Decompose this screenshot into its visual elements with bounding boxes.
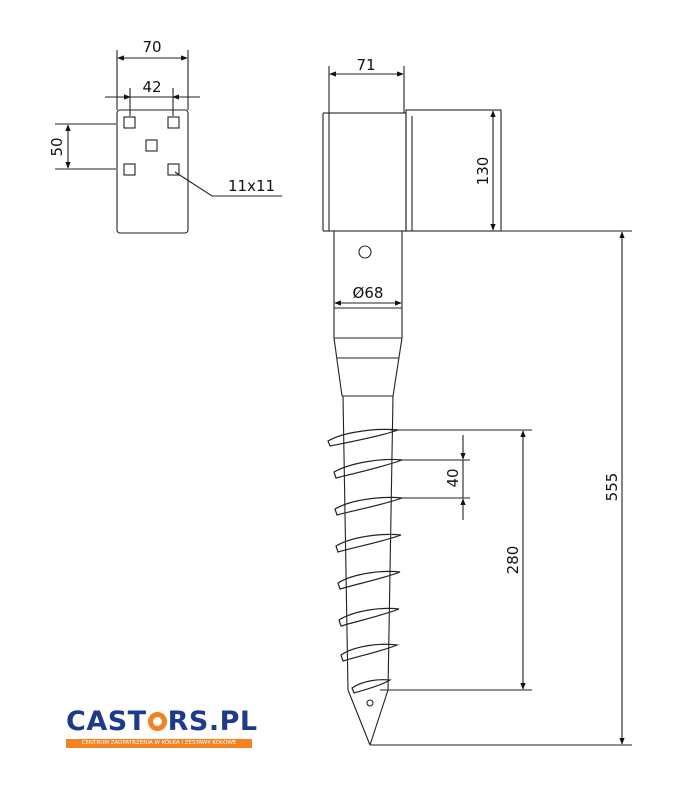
label-40: 40 <box>444 468 462 487</box>
label-diameter-68: Ø68 <box>353 284 384 302</box>
leader-11x11 <box>174 171 282 197</box>
plate-view <box>55 50 282 234</box>
logo-tagline: CENTRUM ZAOPATRZENIA W KÓŁKA I ZESTAWY K… <box>66 739 252 748</box>
thread-flights <box>327 428 403 694</box>
tip-hole <box>366 699 374 707</box>
label-280: 280 <box>504 546 522 575</box>
plate-hole-top-right <box>167 116 180 129</box>
label-71: 71 <box>356 56 375 74</box>
label-11x11: 11x11 <box>228 177 275 195</box>
plate-outline <box>116 109 189 234</box>
plate-hole-center <box>145 139 158 152</box>
logo-o-ring-icon <box>147 712 167 731</box>
plate-hole-top-left <box>123 116 136 129</box>
bracket-back <box>328 112 407 232</box>
label-50: 50 <box>48 137 66 156</box>
label-70: 70 <box>142 38 161 56</box>
tube-bolt-hole <box>358 245 372 259</box>
plate-hole-bottom-left <box>123 163 136 176</box>
side-view <box>322 66 632 746</box>
label-42: 42 <box>142 78 161 96</box>
label-130: 130 <box>474 157 492 186</box>
plate-hole-bottom-right <box>167 163 180 176</box>
label-555: 555 <box>603 473 621 502</box>
